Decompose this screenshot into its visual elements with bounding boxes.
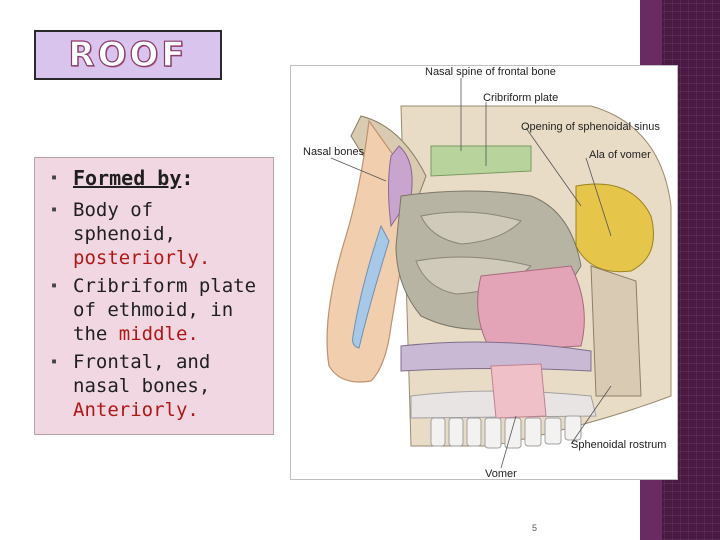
heading-colon: :: [181, 166, 194, 190]
list-heading: ▪ Formed by:: [51, 166, 265, 190]
anatomy-figure: Nasal spine of frontal bone Cribriform p…: [290, 65, 678, 480]
list-item: ▪ Body of sphenoid, posteriorly.: [51, 198, 265, 270]
nasal-cavity-illustration: [326, 78, 672, 469]
bullet-icon: ▪: [51, 356, 58, 367]
item-text: Cribriform plate of ethmoid, in the: [73, 275, 257, 345]
item-text: Body of sphenoid,: [73, 199, 176, 245]
bullet-icon: ▪: [51, 172, 58, 183]
bullet-list: ▪ Formed by: ▪ Body of sphenoid, posteri…: [51, 166, 265, 422]
item-highlight: posteriorly.: [73, 247, 211, 269]
label-nasal-bones: Nasal bones: [303, 146, 365, 158]
content-box: ▪ Formed by: ▪ Body of sphenoid, posteri…: [34, 157, 274, 435]
list-item: ▪ Frontal, and nasal bones, Anteriorly.: [51, 350, 265, 422]
slide-title: ROOF: [68, 34, 188, 75]
heading-text: Formed by: [73, 166, 182, 190]
bullet-icon: ▪: [51, 280, 58, 291]
label-cribriform-plate: Cribriform plate: [483, 92, 559, 104]
slide-title-box: ROOF: [34, 30, 222, 80]
page-number: 5: [532, 523, 538, 533]
label-vomer: Vomer: [485, 468, 517, 480]
item-highlight: middle.: [118, 323, 199, 345]
label-opening-sphenoidal-sinus: Opening of sphenoidal sinus: [521, 121, 660, 133]
label-ala-of-vomer: Ala of vomer: [589, 149, 651, 161]
label-nasal-spine: Nasal spine of frontal bone: [425, 66, 556, 78]
label-sphenoidal-rostrum: Sphenoidal rostrum: [571, 439, 667, 451]
list-item: ▪ Cribriform plate of ethmoid, in the mi…: [51, 274, 265, 346]
item-highlight: Anteriorly.: [73, 399, 199, 421]
item-text: Frontal, and nasal bones,: [73, 351, 211, 397]
bullet-icon: ▪: [51, 204, 58, 215]
